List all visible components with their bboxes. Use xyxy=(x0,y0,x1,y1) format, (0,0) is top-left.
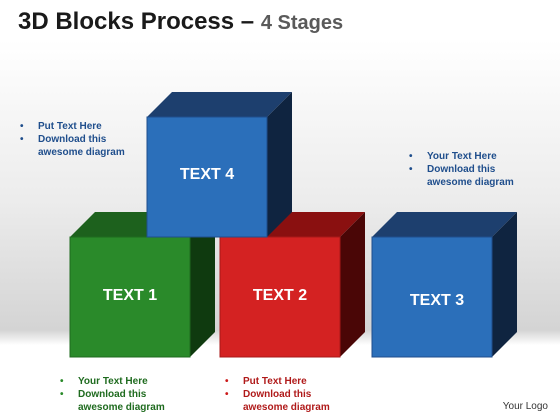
block-2-front xyxy=(219,236,341,358)
block-3-side xyxy=(492,212,517,357)
title-sub: 4 Stages xyxy=(260,12,344,34)
logo-text: Your Logo xyxy=(502,401,548,412)
block-3-front xyxy=(371,236,493,358)
note-bottom-left-item-2: Download this awesome diagram xyxy=(60,388,180,414)
block-1-side xyxy=(190,212,215,357)
note-top-right: Your Text Here Download this awesome dia… xyxy=(409,150,524,189)
block-1[interactable] xyxy=(69,212,215,358)
note-top-left: Put Text Here Download this awesome diag… xyxy=(20,120,140,159)
block-2-label: TEXT 2 xyxy=(252,287,308,304)
note-top-left-item-1: Put Text Here xyxy=(20,120,140,133)
block-1-label: TEXT 1 xyxy=(102,287,158,304)
block-4-label: TEXT 4 xyxy=(179,166,235,183)
block-4[interactable] xyxy=(146,92,292,238)
note-top-right-item-1: Your Text Here xyxy=(409,150,524,163)
note-top-right-item-2: Download this awesome diagram xyxy=(409,163,524,189)
block-2-side xyxy=(340,212,365,357)
block-4-top xyxy=(147,92,292,117)
block-4-side xyxy=(267,92,292,237)
block-3-top xyxy=(372,212,517,237)
note-bottom-middle-item-2: Download this awesome diagram xyxy=(225,388,345,414)
block-1-front xyxy=(69,236,191,358)
title-main: 3D Blocks Process – xyxy=(18,8,255,35)
note-bottom-middle-item-1: Put Text Here xyxy=(225,375,345,388)
note-bottom-middle: Put Text Here Download this awesome diag… xyxy=(225,375,345,414)
block-3[interactable] xyxy=(371,212,517,358)
block-3-label: TEXT 3 xyxy=(409,292,465,309)
note-top-left-item-2: Download this awesome diagram xyxy=(20,133,140,159)
note-bottom-left: Your Text Here Download this awesome dia… xyxy=(60,375,180,414)
block-4-front xyxy=(146,116,268,238)
page-title: 3D Blocks Process – 4 Stages xyxy=(18,8,343,36)
note-bottom-left-item-1: Your Text Here xyxy=(60,375,180,388)
